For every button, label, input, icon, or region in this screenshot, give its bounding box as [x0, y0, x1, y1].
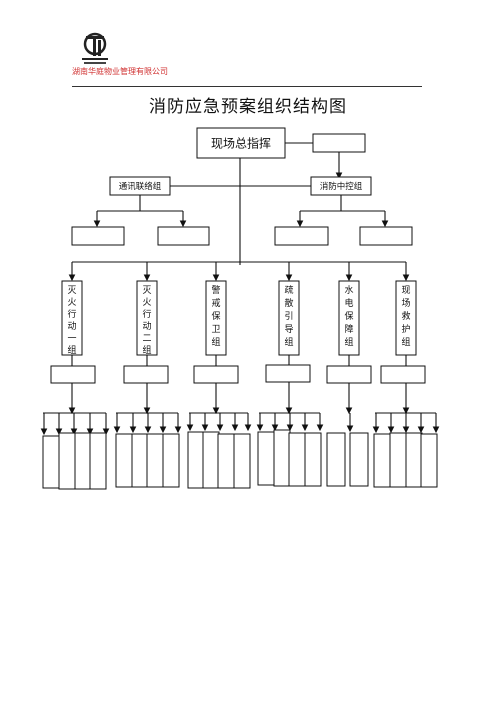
side-box — [312, 133, 366, 153]
leaf-box-4-3 — [288, 432, 306, 487]
page-title: 消防应急预案组织结构图 — [149, 97, 347, 117]
leaf-box-3-3 — [217, 433, 235, 489]
level3-box-4 — [359, 226, 413, 246]
sub-box-2 — [123, 365, 169, 384]
group-box-6: 现场救护组 — [395, 280, 417, 356]
leaf-box-1-4 — [89, 432, 107, 490]
leaf-box-3-2 — [202, 431, 220, 489]
sub-box-3 — [193, 365, 239, 384]
group-box-4: 疏散引导组 — [278, 280, 300, 356]
leaf-box-2-4 — [162, 433, 180, 488]
sub-box-5 — [326, 365, 372, 384]
group-label: 水电保障组 — [344, 284, 353, 348]
leaf-box-4-1 — [257, 431, 275, 486]
leaf-box-1-1 — [42, 435, 61, 489]
header-divider — [72, 86, 422, 87]
leaf-box-6-1 — [373, 433, 392, 488]
leaf-box-4-2 — [273, 429, 291, 487]
group-box-5: 水电保障组 — [338, 280, 360, 356]
company-logo-icon — [82, 32, 108, 64]
group-label: 警戒保卫组 — [211, 284, 220, 348]
leaf-box-1-2 — [58, 432, 76, 490]
leaf-box-1-3 — [74, 432, 92, 490]
leaf-box-3-4 — [233, 433, 251, 489]
group-box-2: 灭火行动二组 — [136, 280, 158, 356]
commander-box: 现场总指挥 — [196, 127, 286, 159]
leaf-box-2-3 — [146, 433, 164, 488]
group-label: 现场救护组 — [401, 285, 410, 348]
leaf-box-2-2 — [131, 433, 149, 488]
group-label: 灭火行动一组 — [67, 285, 76, 356]
group-box-3: 警戒保卫组 — [205, 280, 227, 356]
group-label: 灭火行动二组 — [142, 285, 151, 356]
company-name: 湖南华庭物业管理有限公司 — [72, 67, 168, 76]
leaf-box-5-1 — [326, 432, 346, 487]
leaf-box-5-2 — [349, 432, 369, 487]
sub-box-4 — [265, 364, 311, 383]
level3-box-3 — [274, 226, 329, 246]
level3-box-2 — [157, 226, 210, 246]
sub-box-6 — [380, 365, 426, 384]
leaf-box-6-4 — [420, 433, 438, 488]
control-group-box: 消防中控组 — [310, 176, 372, 196]
box-label: 现场总指挥 — [211, 135, 271, 150]
leaf-box-6-2 — [389, 432, 407, 488]
box-label: 消防中控组 — [320, 181, 363, 192]
leaf-box-6-3 — [405, 432, 423, 488]
leaf-box-4-4 — [304, 432, 322, 487]
sub-box-1 — [50, 365, 96, 384]
leaf-box-3-1 — [187, 431, 205, 489]
group-label: 疏散引导组 — [284, 284, 293, 348]
leaf-box-2-1 — [115, 433, 133, 488]
box-label: 通讯联络组 — [119, 181, 162, 192]
group-box-1: 灭火行动一组 — [61, 280, 83, 356]
comm-group-box: 通讯联络组 — [109, 176, 171, 196]
level3-box-1 — [71, 226, 125, 246]
